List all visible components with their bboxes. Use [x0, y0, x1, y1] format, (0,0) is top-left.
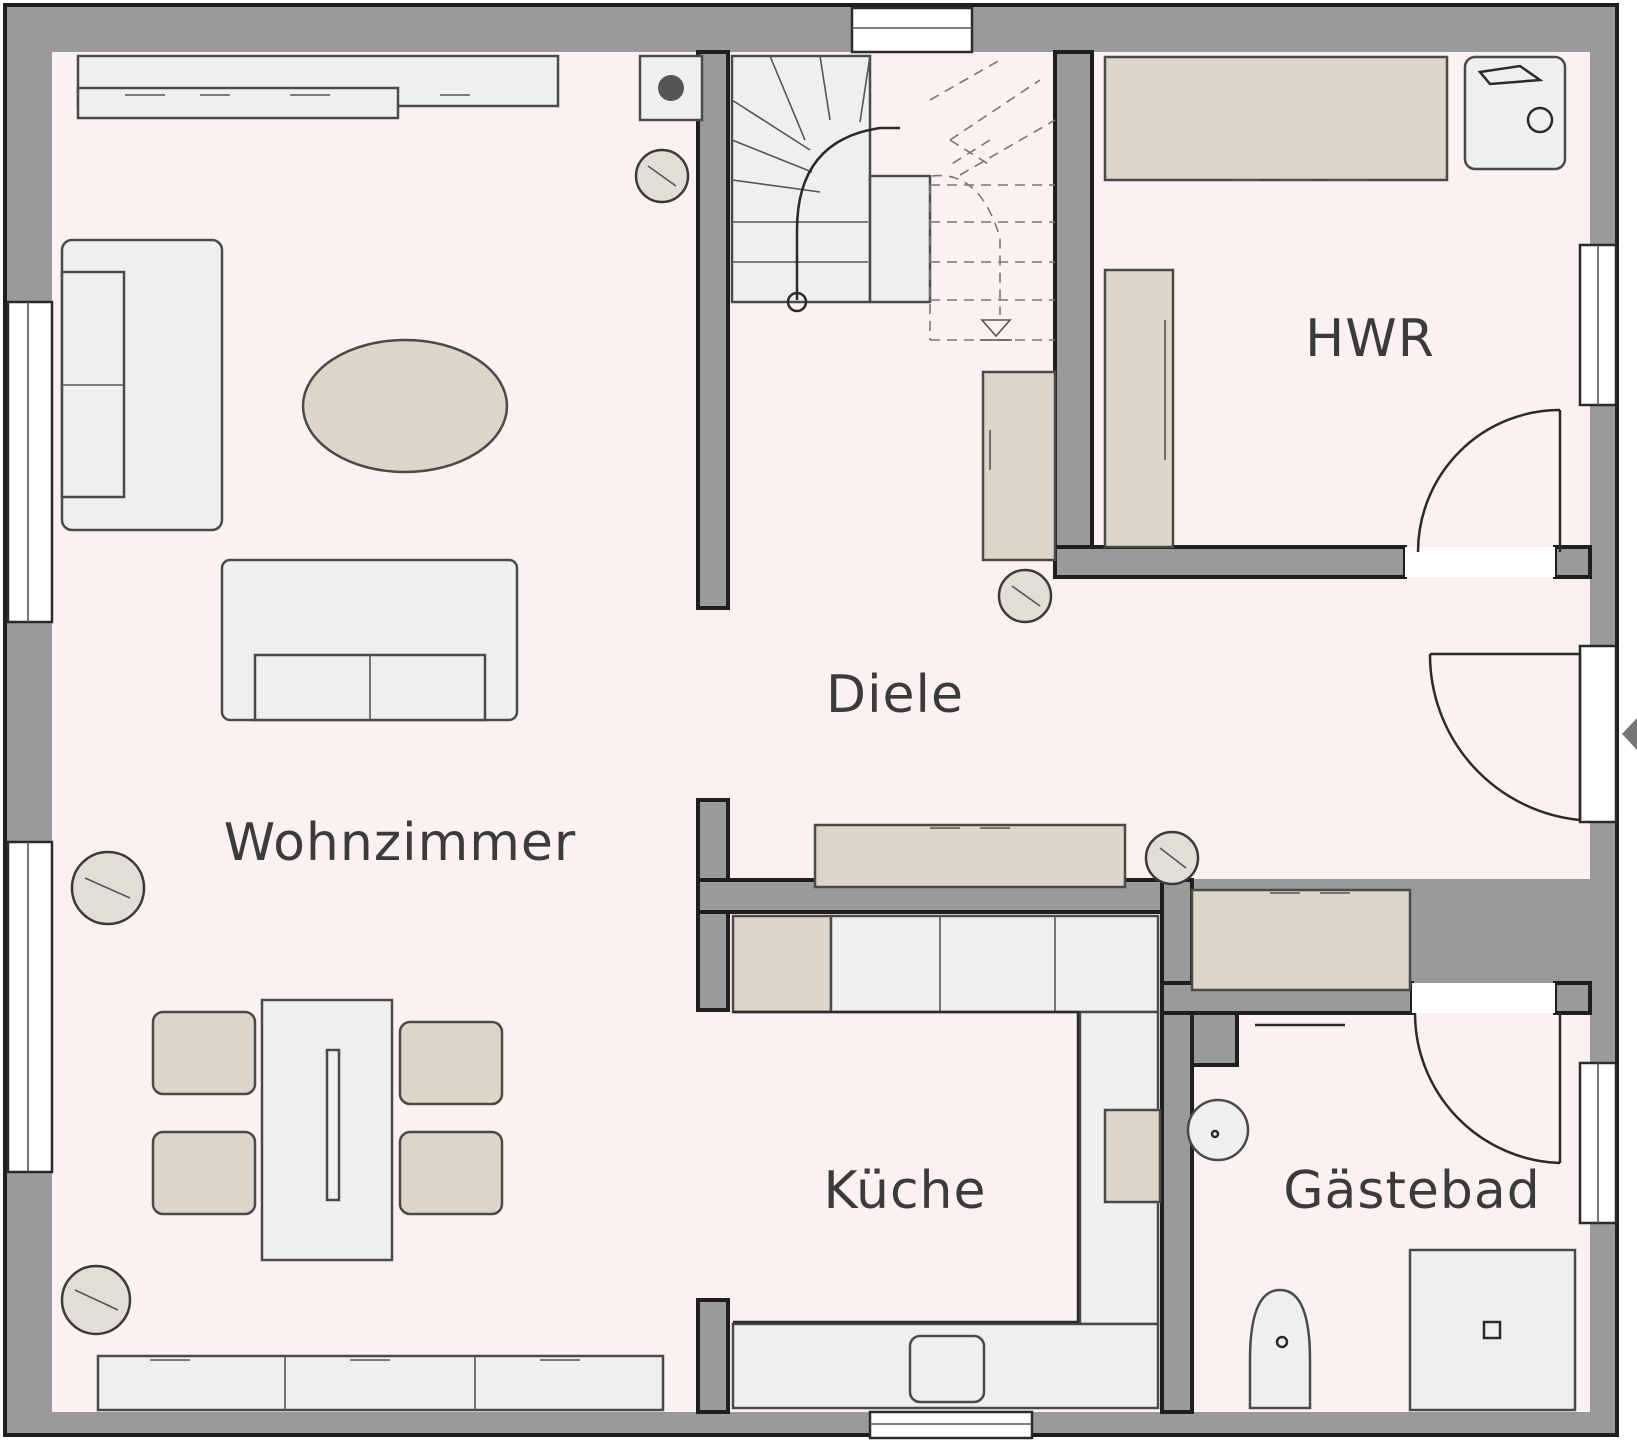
dining-chair-1	[151, 1010, 257, 1096]
diele-sideboard	[813, 823, 1127, 889]
window-left-2	[6, 840, 54, 1174]
door-swing-bath	[1413, 1012, 1562, 1165]
dining-chair-2	[151, 1130, 257, 1216]
wall-kitchen-bath	[1160, 878, 1194, 1414]
hwr-furniture	[1103, 55, 1567, 549]
floor-door-opening-kitchen	[692, 1000, 736, 1300]
kitchen-sink	[1103, 1108, 1162, 1204]
stair-arrow-icon	[980, 319, 1012, 341]
door-gap-hwr	[1405, 547, 1555, 577]
interior-walls	[696, 50, 1592, 1414]
stairs-lower-block	[730, 54, 872, 304]
washing-machine-drum-icon	[1526, 106, 1554, 134]
lowboard-bottom	[96, 1354, 665, 1412]
shower-drain-icon	[1482, 1320, 1502, 1340]
stair-handrail	[795, 126, 900, 300]
wall-chimney	[1190, 1011, 1239, 1067]
staircase	[730, 54, 1056, 341]
bath-fixtures	[1186, 1023, 1577, 1412]
kitchen-furniture	[731, 914, 1162, 1410]
plants	[60, 148, 1200, 1336]
room-label-wohnzimmer: Wohnzimmer	[224, 813, 577, 873]
fireplace	[638, 54, 704, 122]
room-label-diele: Diele	[826, 665, 964, 725]
wall-hwr-bottom-right	[1553, 545, 1592, 579]
hwr-counter	[1103, 55, 1449, 182]
entrance-arrow-icon	[1622, 718, 1637, 750]
room-label-gaestebad: Gästebad	[1283, 1161, 1541, 1221]
floor-door-opening-living	[692, 608, 736, 800]
coffee-table-oval	[301, 338, 509, 474]
window-top-diele	[850, 6, 974, 54]
wall-hwr-bottom	[1053, 545, 1407, 579]
living-furniture	[60, 54, 704, 1412]
dining-chair-4	[398, 1130, 504, 1216]
doors	[1413, 408, 1582, 1165]
door-swing-entrance	[1428, 652, 1582, 822]
wall-living-diele-upper	[696, 50, 730, 610]
shower-tray	[1408, 1248, 1577, 1412]
toilet	[1248, 1288, 1312, 1410]
table-runner	[325, 1048, 341, 1202]
fireplace-chimney-icon	[658, 75, 684, 101]
door-gap-bath	[1412, 983, 1555, 1013]
kitchen-upper-cabinets	[829, 914, 1160, 1014]
room-label-kueche: Küche	[823, 1161, 986, 1221]
diele-bench	[1190, 888, 1412, 992]
wall-bath-top-right	[1553, 981, 1592, 1015]
kitchen-inner-outline	[733, 1010, 1080, 1324]
hwr-shelf	[1103, 268, 1175, 549]
dining-chair-3	[398, 1020, 504, 1106]
entrance-door-frame	[1578, 644, 1618, 824]
washbasin	[1186, 1098, 1250, 1162]
kitchen-tall-cabinet	[731, 914, 833, 1014]
window-bottom-kitchen	[868, 1410, 1034, 1440]
door-swing-hwr	[1416, 408, 1562, 553]
wall-living-kitchen	[696, 1298, 730, 1414]
windows	[6, 6, 1618, 1440]
stair-start-marker	[786, 291, 808, 313]
diele-wardrobe	[981, 370, 1057, 562]
kitchen-oven	[908, 1334, 986, 1404]
wall-hwr-left	[1053, 50, 1094, 579]
room-label-hwr: HWR	[1305, 309, 1435, 369]
window-left-1	[6, 300, 54, 624]
